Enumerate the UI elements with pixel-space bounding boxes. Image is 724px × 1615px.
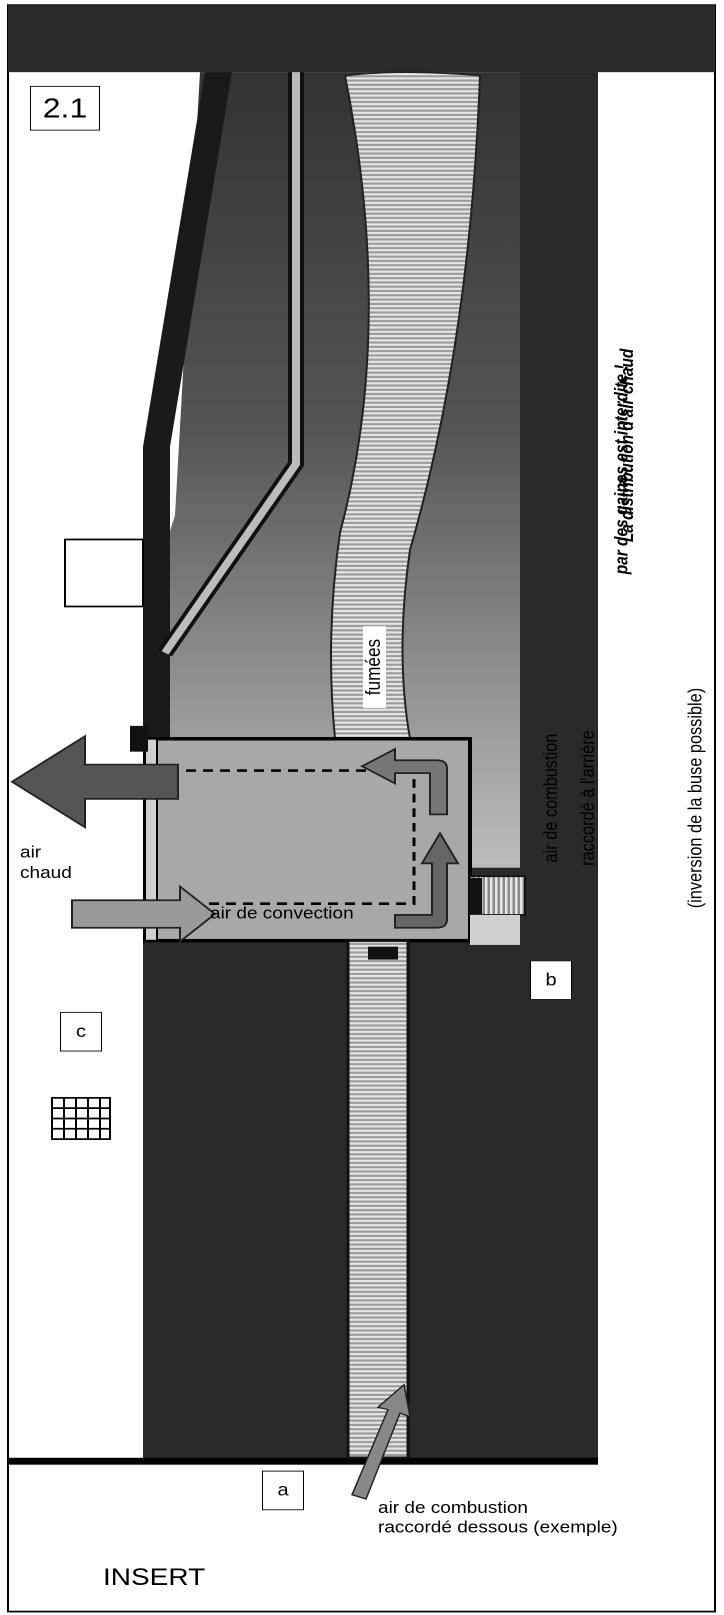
convection-out-arrow [360,747,448,816]
bottom-duct [346,939,410,1460]
marker-c: c [60,1011,102,1052]
rear-duct-collar [470,877,482,915]
hood-left-wall [143,72,232,739]
air-chaud-label-1: air [20,843,42,862]
warning-line-2: par des gaines est interdite ! [611,364,632,575]
air-convection-label: air de convection [210,904,354,923]
convection-rise-arrow [394,831,460,929]
flue-pipe [330,71,482,740]
ceiling-slab [8,5,715,73]
figure-number: 2.1 [30,85,100,131]
fumees-label: fumées [363,626,386,708]
floor-line [8,1457,598,1465]
combustion-rear-label-1: air de combustion [540,733,562,863]
combustion-rear-label-2: raccordé à l'arrière [577,730,599,866]
combustion-below-label-2: raccordé dessous (exemple) [378,1518,618,1537]
convection-in-arrow [71,884,217,944]
combustion-below-label-1: air de combustion [378,1499,528,1518]
air-chaud-label-2: chaud [20,864,72,883]
marker-a: a [262,1470,304,1511]
hood-clamp [130,725,148,752]
combustion-in-arrow [351,1383,411,1500]
insert-label: INSERT [103,1563,206,1591]
marker-b: b [530,960,572,1000]
wall-box [64,538,144,608]
ventilation-grille-icon [51,1096,111,1140]
combustion-rear-label-3: (inversion de la buse possible) [685,687,707,909]
hot-air-arrow [10,734,179,829]
